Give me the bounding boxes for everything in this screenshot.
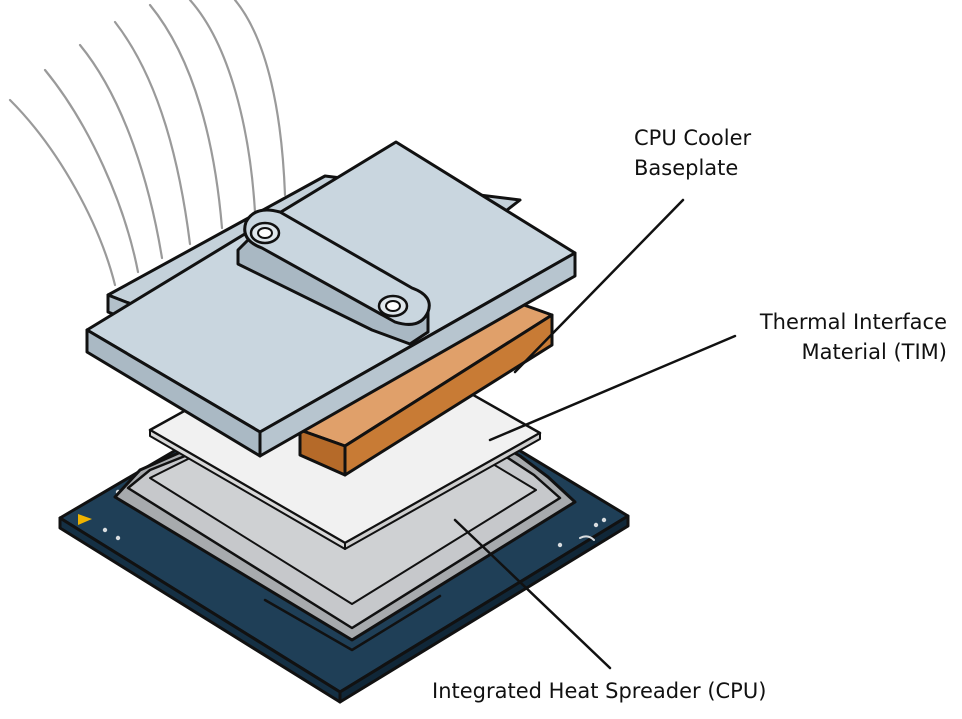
label-baseplate-line2: Baseplate bbox=[634, 156, 739, 180]
label-integrated-heat-spreader: Integrated Heat Spreader (CPU) bbox=[432, 679, 767, 703]
heat-pipes bbox=[8, 0, 287, 287]
label-tim-line2: Material (TIM) bbox=[801, 340, 947, 364]
pin1-triangle-marker bbox=[78, 514, 92, 525]
label-thermal-interface-material: Thermal Interface Material (TIM) bbox=[760, 307, 947, 367]
label-cpu-cooler-baseplate: CPU Cooler Baseplate bbox=[634, 123, 751, 183]
leader-lines bbox=[453, 198, 737, 670]
label-tim-line1: Thermal Interface bbox=[759, 310, 947, 334]
retention-bar bbox=[236, 208, 431, 346]
label-baseplate-line1: CPU Cooler bbox=[634, 126, 752, 150]
leader-line-baseplate bbox=[513, 198, 685, 374]
leader-line-tim bbox=[488, 334, 737, 442]
leader-line-ihs bbox=[453, 518, 612, 670]
